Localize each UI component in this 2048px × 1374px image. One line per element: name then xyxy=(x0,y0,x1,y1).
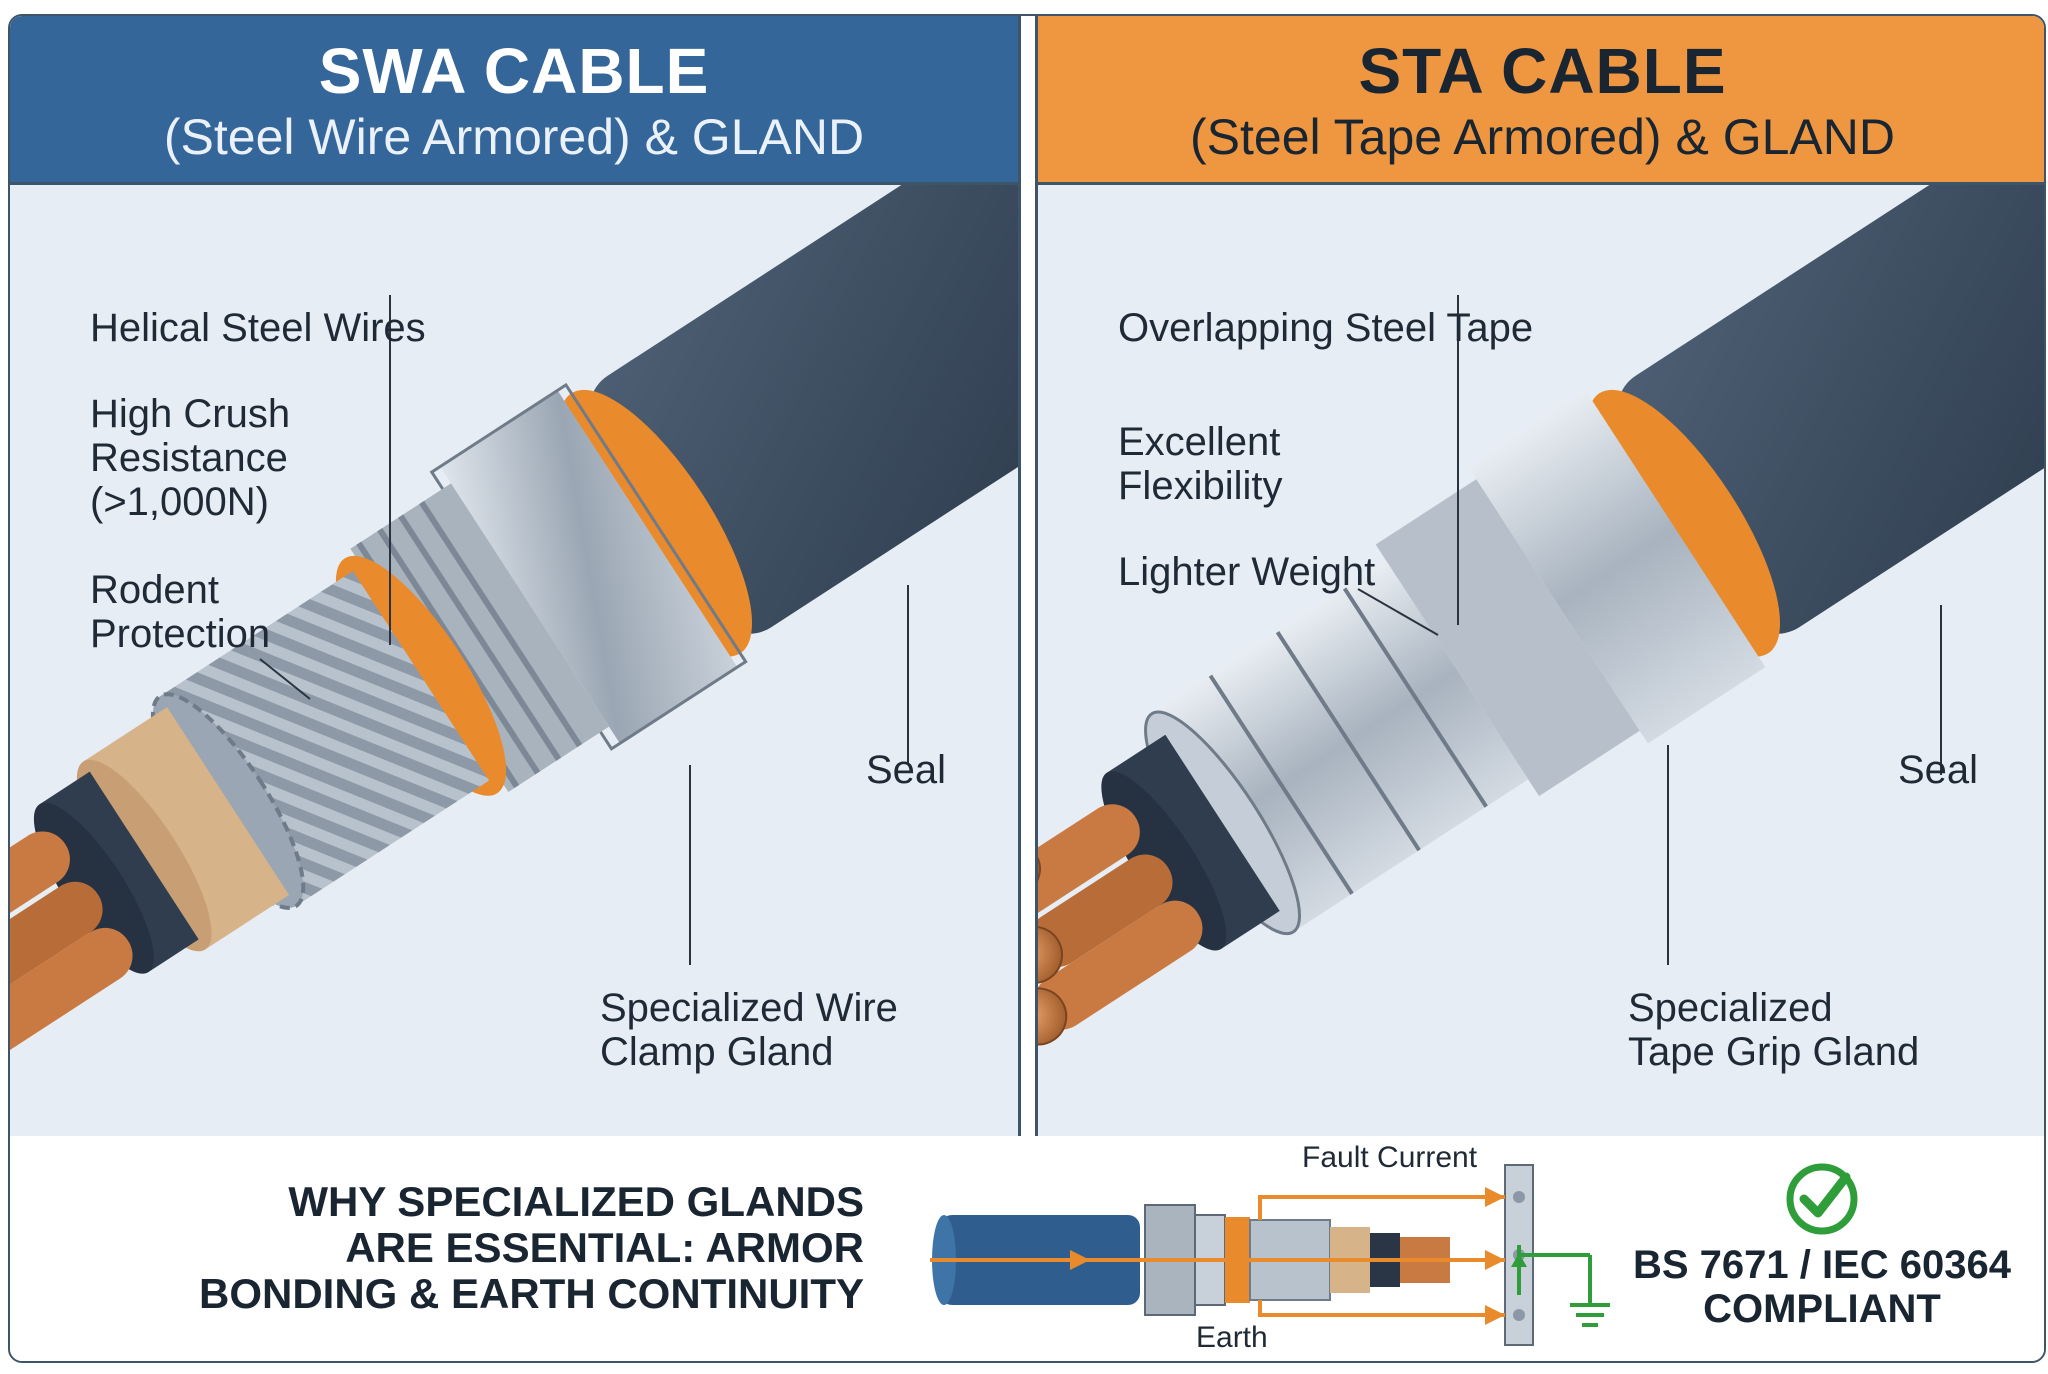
checkmark-icon xyxy=(1786,1163,1858,1235)
sta-header: STA CABLE (Steel Tape Armored) & GLAND xyxy=(1038,16,2044,185)
sta-panel: STA CABLE (Steel Tape Armored) & GLAND xyxy=(1035,16,2044,1136)
swa-header: SWA CABLE (Steel Wire Armored) & GLAND xyxy=(10,16,1018,185)
swa-title: SWA CABLE xyxy=(318,35,710,107)
compliance-badge: BS 7671 / IEC 60364 COMPLIANT xyxy=(1612,1159,2032,1331)
label-earth: Earth xyxy=(1196,1321,1268,1354)
label-seal: Seal xyxy=(1898,748,1979,792)
label-high-crush-resistance: High Crush Resistance (>1,000N) xyxy=(90,392,291,524)
bottom-strip: WHY SPECIALIZED GLANDS ARE ESSENTIAL: AR… xyxy=(10,1139,2044,1361)
label-seal: Seal xyxy=(866,748,947,792)
label-tape-grip-gland: Specialized Tape Grip Gland xyxy=(1628,986,1920,1074)
sta-subtitle: (Steel Tape Armored) & GLAND xyxy=(1190,109,1895,165)
label-excellent-flexibility: Excellent Flexibility xyxy=(1118,420,1283,508)
label-lighter-weight: Lighter Weight xyxy=(1118,550,1376,594)
swa-subtitle: (Steel Wire Armored) & GLAND xyxy=(163,109,865,165)
sta-cable-illustration xyxy=(1038,185,2044,1046)
label-wire-clamp-gland: Specialized Wire Clamp Gland xyxy=(600,986,898,1074)
label-overlapping-steel-tape: Overlapping Steel Tape xyxy=(1118,306,1534,350)
sta-title: STA CABLE xyxy=(1358,35,1727,107)
why-specialized-glands-heading: WHY SPECIALIZED GLANDS ARE ESSENTIAL: AR… xyxy=(199,1178,864,1317)
swa-panel: SWA CABLE (Steel Wire Armored) & GLAND xyxy=(10,16,1021,1136)
label-fault-current: Fault Current xyxy=(1302,1141,1478,1174)
earth-ground-icon xyxy=(1511,1253,1527,1267)
swa-cable-illustration xyxy=(10,185,1018,1057)
infographic-frame: SWA CABLE (Steel Wire Armored) & GLAND xyxy=(8,14,2046,1363)
label-helical-steel-wires: Helical Steel Wires xyxy=(90,306,426,350)
label-rodent-protection: Rodent Protection xyxy=(90,568,271,656)
compliance-text: BS 7671 / IEC 60364 COMPLIANT xyxy=(1632,1243,2012,1331)
earth-continuity-diagram xyxy=(930,1164,1610,1346)
